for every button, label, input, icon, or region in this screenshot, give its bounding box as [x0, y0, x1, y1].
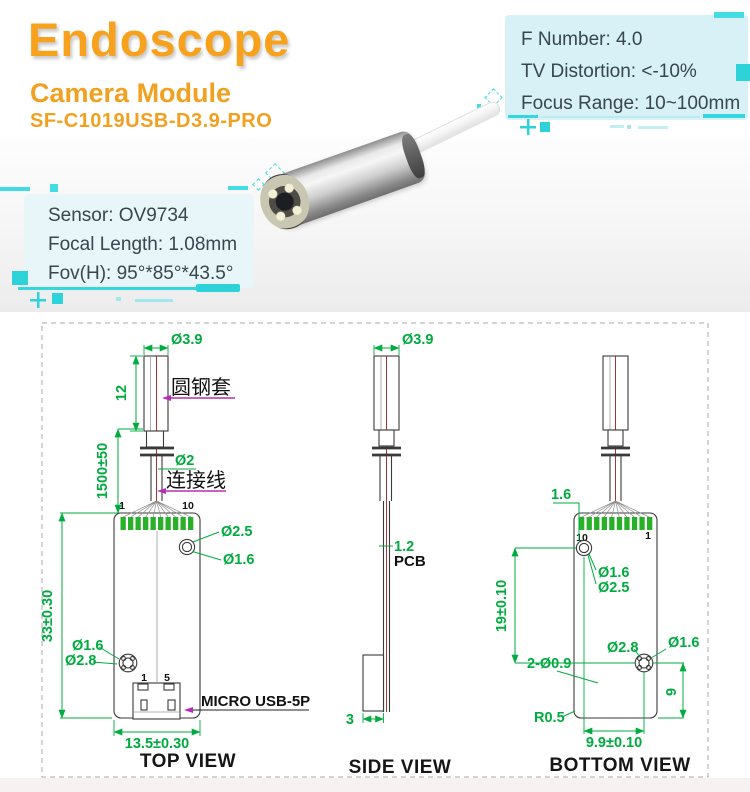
dim-corner-radius: R0.5 [534, 710, 565, 726]
connector-pads-bottom-view [579, 517, 653, 530]
decor-dash [610, 125, 624, 128]
dim-pcb-thickness: 1.2 [394, 539, 414, 555]
decor-blob [196, 284, 240, 292]
spec-f-number: F Number: 4.0 [521, 29, 643, 50]
dim-hole-pitch-horizontal: 9.9±0.10 [586, 735, 642, 751]
decor-plus [30, 292, 46, 308]
spec-box-optics: F Number: 4.0 TV Distortion: <-10% Focus… [505, 15, 748, 120]
dim-hole-pitch-vertical: 19±0.10 [494, 580, 510, 632]
decor-dash [228, 186, 248, 190]
pin-number-1-bottom: 1 [645, 530, 651, 542]
decor-dot [116, 297, 121, 301]
decor-square [50, 184, 58, 192]
decor-underline [540, 116, 700, 118]
top-view: Ø3.9 12 圆钢套 1500±50 Ø2 连接线 [40, 332, 310, 772]
product-model: SF-C1019USB-D3.9-PRO [30, 110, 273, 132]
label-steel-sleeve: 圆钢套 [171, 375, 231, 399]
caption-bottom-view: BOTTOM VIEW [549, 755, 690, 776]
bottom-view: 10 1 1.6 Ø1.6 Ø2.5 19±0.10 2-Ø0.9 [494, 355, 699, 776]
decor-underline [508, 115, 538, 118]
dim-hole2-inner-bottom: Ø1.6 [668, 635, 699, 651]
dim-edge-offset: 1.6 [551, 487, 571, 503]
decor-underline [18, 287, 240, 290]
spec-fov: Fov(H): 95°*85°*43.5° [48, 263, 234, 284]
pin-number-10: 10 [182, 500, 194, 512]
label-connect-wire: 连接线 [166, 468, 226, 492]
decor-dash [135, 299, 173, 302]
decor-line [0, 187, 30, 191]
decor-dash [638, 126, 668, 129]
spec-focal-length: Focal Length: 1.08mm [48, 234, 238, 255]
spec-box-sensor: Sensor: OV9734 Focal Length: 1.08mm Fov(… [24, 194, 254, 288]
dim-hole2-outer-bottom: Ø2.8 [607, 640, 638, 656]
label-pcb: PCB [394, 553, 426, 570]
dim-cable-length: 1500±50 [95, 443, 111, 499]
dim-hole2-inner: Ø1.6 [72, 638, 103, 654]
dim-hole-outer: Ø2.5 [221, 524, 252, 540]
dim-board-width: 13.5±0.30 [125, 736, 189, 752]
decor-square [52, 293, 63, 304]
decor-underline [703, 114, 745, 118]
pin-number-10-bottom: 10 [576, 532, 588, 544]
micro-usb-connector [132, 682, 181, 720]
spec-focus-range: Focus Range: 10~100mm [521, 93, 741, 114]
decor-plus [520, 119, 536, 135]
dim-tube-diameter-side: Ø3.9 [402, 332, 433, 348]
decor-square [540, 122, 550, 132]
spec-sensor: Sensor: OV9734 [48, 205, 189, 226]
pin-number-1: 1 [119, 500, 125, 512]
decor-bar [714, 12, 744, 18]
drawing-border [41, 322, 709, 778]
decor-square [12, 271, 28, 285]
decor-square [736, 64, 750, 81]
product-title: Endoscope [28, 13, 291, 66]
dim-usb-thickness: 3 [346, 712, 354, 728]
decor-dot [627, 125, 631, 129]
label-micro-usb: MICRO USB-5P [201, 693, 310, 710]
caption-side-view: SIDE VIEW [349, 757, 452, 778]
dim-edge-offset-9: 9 [664, 688, 680, 696]
dim-hole1-inner-bottom: Ø1.6 [598, 565, 629, 581]
usb-pin-5: 5 [164, 672, 170, 684]
dim-tube-diameter: Ø3.9 [171, 332, 202, 348]
dim-hole2-outer: Ø2.8 [65, 653, 96, 669]
dim-small-holes: 2-Ø0.9 [527, 656, 571, 672]
caption-top-view: TOP VIEW [140, 751, 236, 772]
bottom-strip [0, 778, 750, 792]
dim-hole-inner: Ø1.6 [223, 552, 254, 568]
side-view: Ø3.9 1.2 PCB 3 SIDE VIEW [346, 332, 451, 778]
connector-pads-top-view [120, 517, 194, 530]
product-subtitle: Camera Module [30, 78, 232, 108]
dim-cable-diameter: Ø2 [175, 453, 194, 469]
dim-hole1-outer-bottom: Ø2.5 [598, 580, 629, 596]
usb-pin-1: 1 [141, 672, 147, 684]
dim-board-length: 33±0.30 [40, 590, 56, 642]
dim-tube-length: 12 [114, 385, 130, 401]
spec-tv-distortion: TV Distortion: <-10% [521, 61, 697, 82]
